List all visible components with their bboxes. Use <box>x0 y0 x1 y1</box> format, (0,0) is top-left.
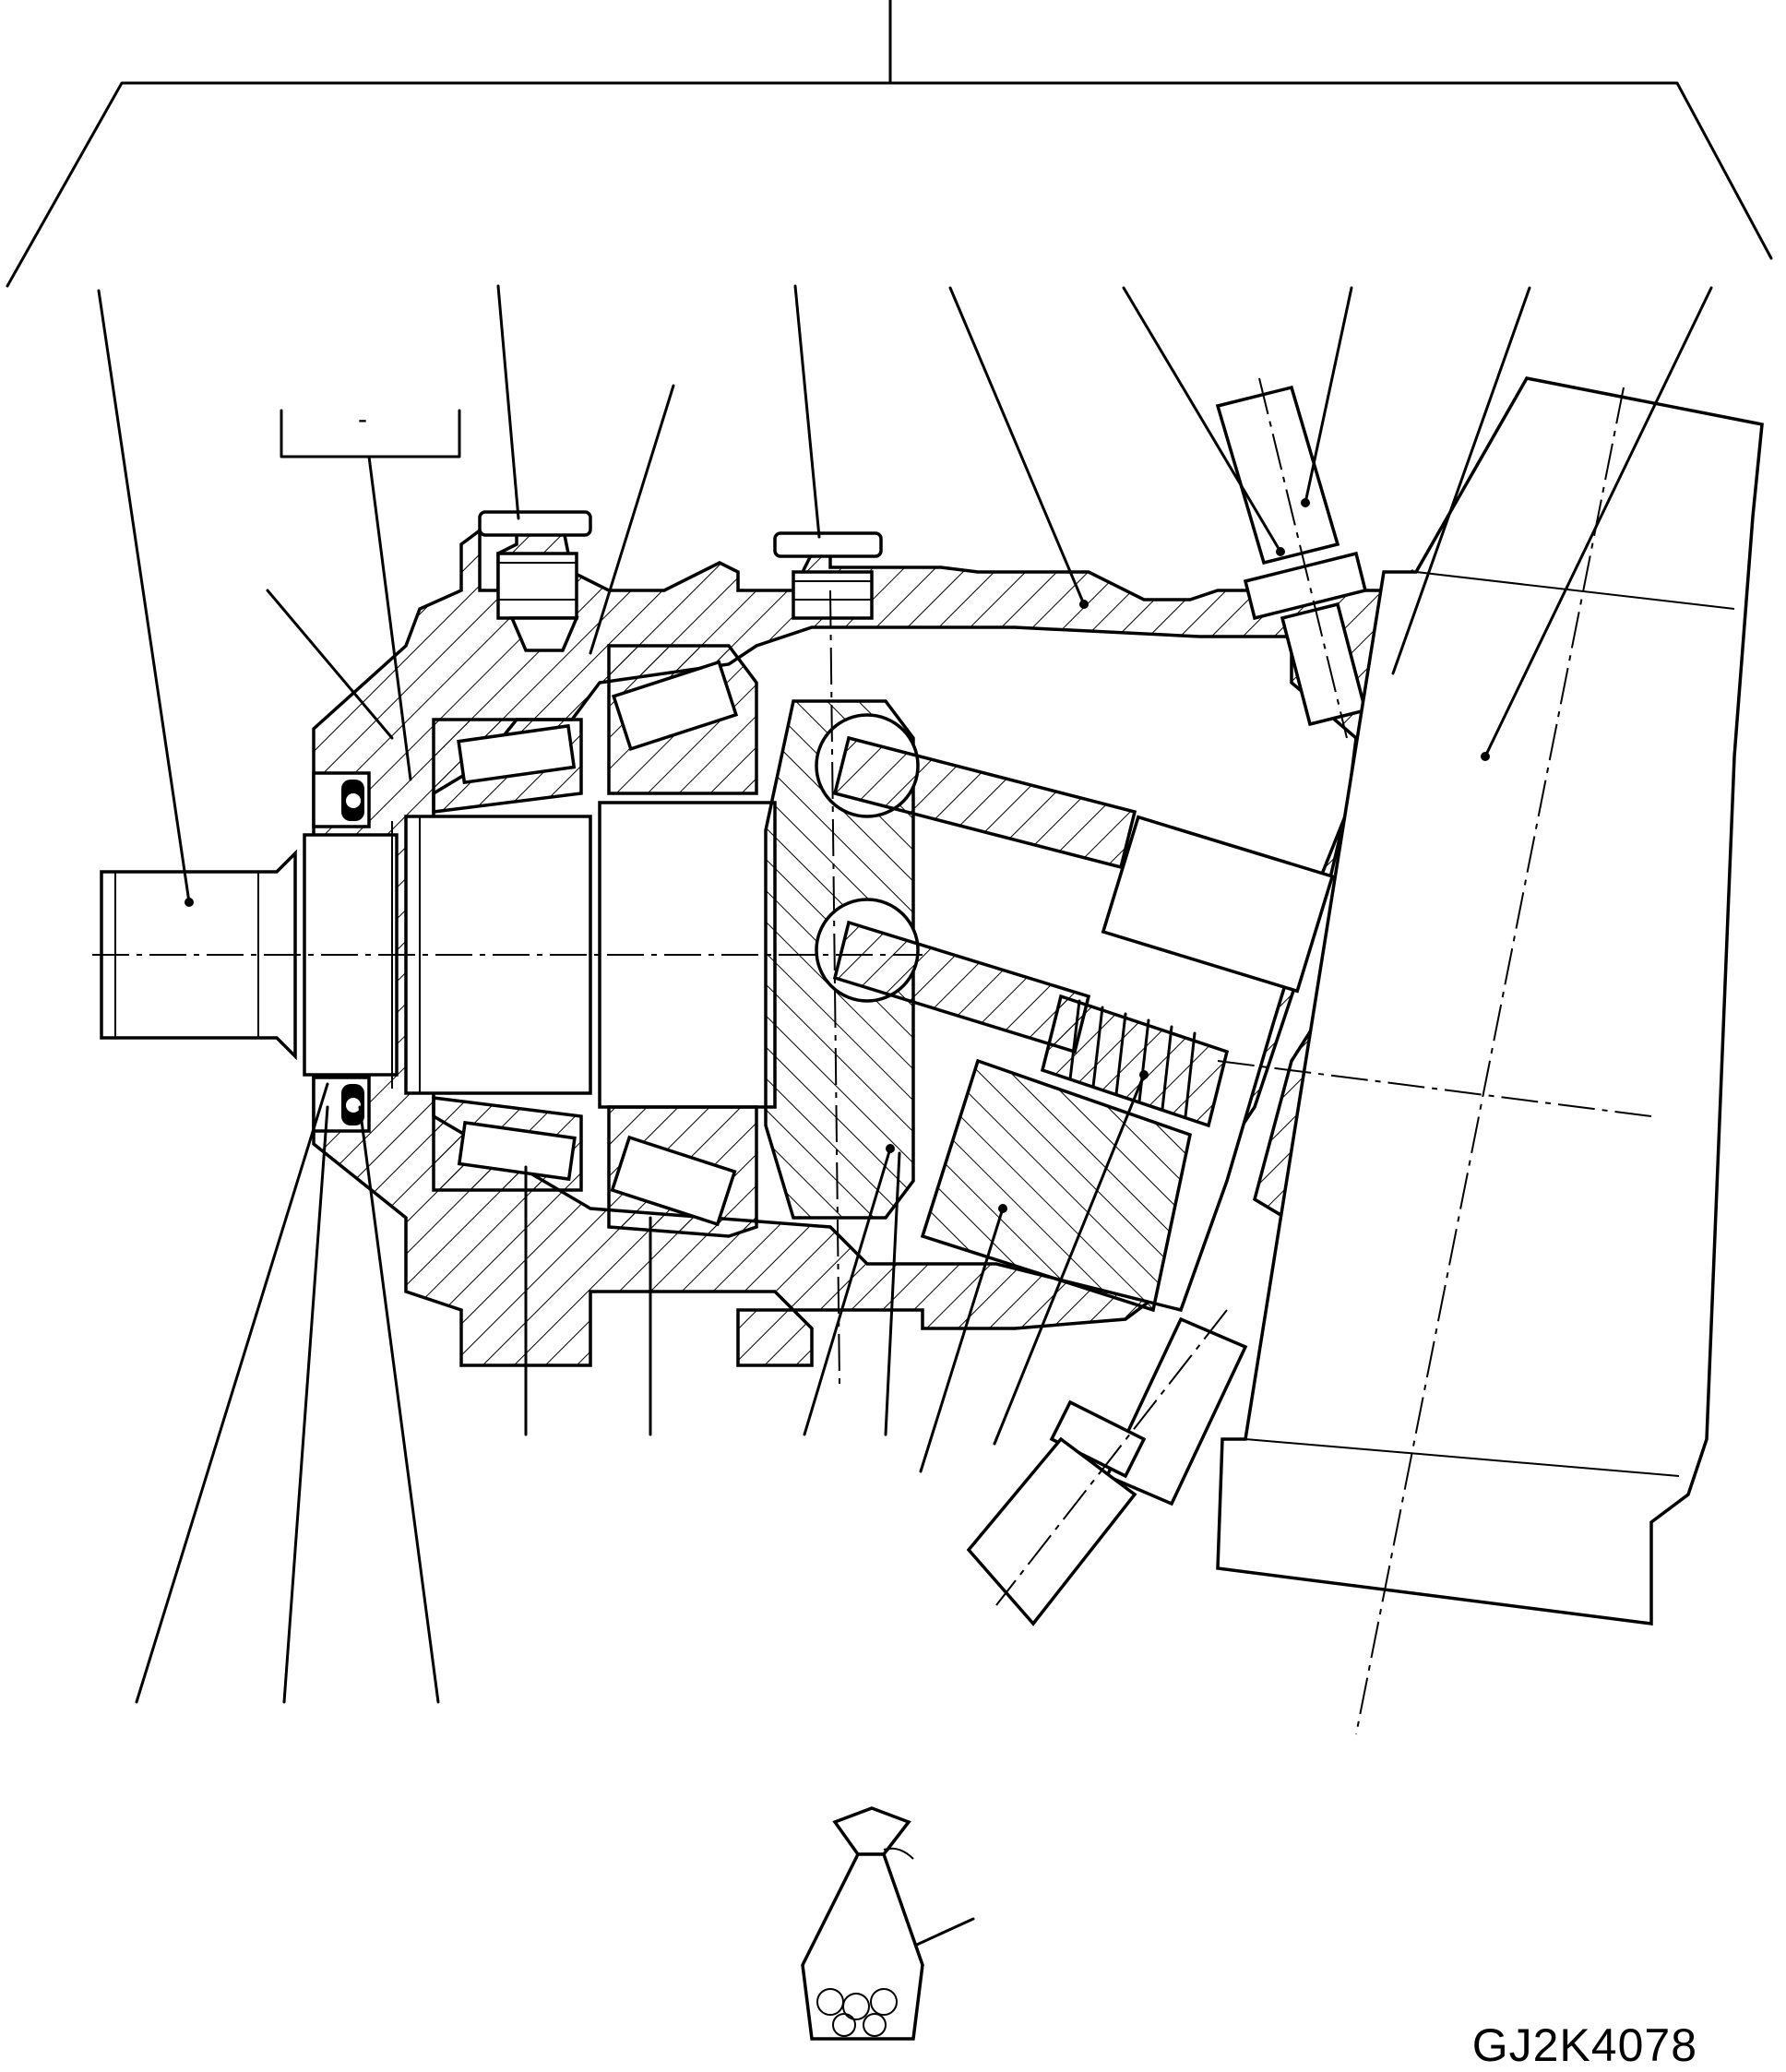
leader-dots <box>185 498 1490 1213</box>
label-box-text: - <box>358 404 367 435</box>
label-box <box>280 409 461 458</box>
front-seal <box>312 771 371 1133</box>
leader-lines <box>97 284 1713 1950</box>
port-block <box>1216 376 1764 1735</box>
adjuster-screw-top <box>1215 377 1368 739</box>
top-plug-right <box>773 531 883 620</box>
assembly-bracket <box>6 0 1773 288</box>
centerlines <box>92 589 1652 1385</box>
figure-code: GJ2K4078 <box>1471 2019 1697 2071</box>
front-bearing <box>432 718 583 1192</box>
spring <box>1068 999 1197 1118</box>
parts-bag-icon <box>801 1806 924 2041</box>
rear-bearing <box>607 644 758 1238</box>
top-plug-left <box>478 510 592 652</box>
adjuster-screw-bottom <box>966 1309 1248 1626</box>
